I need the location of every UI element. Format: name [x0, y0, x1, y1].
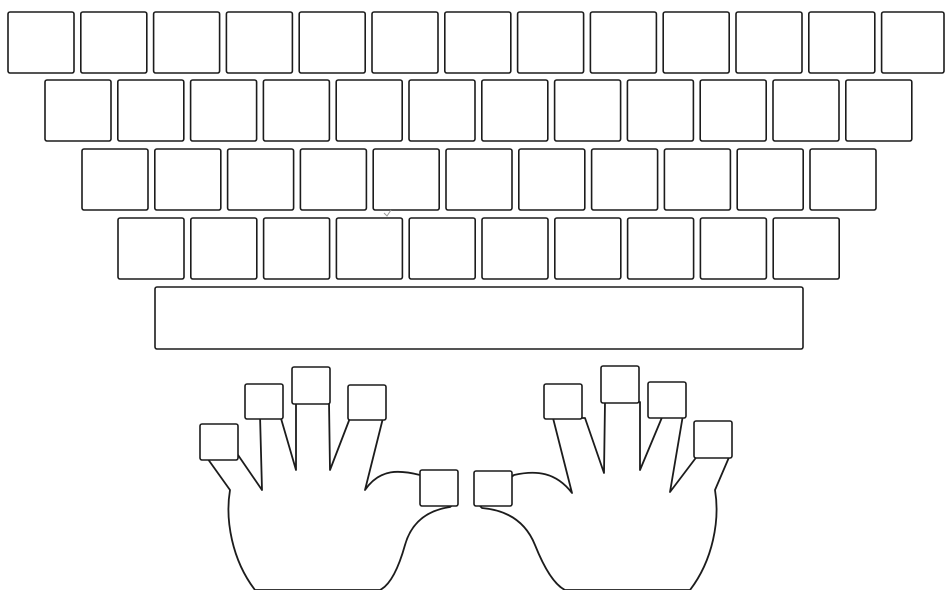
home-row-key[interactable]: [228, 149, 294, 210]
left-hand-outline: [205, 402, 455, 590]
number-row-key[interactable]: [81, 12, 147, 73]
bottom-letter-row-key[interactable]: [628, 218, 694, 279]
left-pinky-nail: [200, 424, 238, 460]
number-row-key[interactable]: [8, 12, 74, 73]
left-ring-nail: [245, 384, 283, 419]
top-letter-row-key[interactable]: [336, 80, 402, 141]
number-row-key[interactable]: [736, 12, 802, 73]
number-row-key[interactable]: [809, 12, 875, 73]
home-row-key[interactable]: [373, 149, 439, 210]
right-index-nail: [544, 384, 582, 419]
number-row-key[interactable]: [445, 12, 511, 73]
left-middle-nail: [292, 367, 330, 404]
home-row-key[interactable]: [300, 149, 366, 210]
top-letter-row-key[interactable]: [773, 80, 839, 141]
number-row-key[interactable]: [663, 12, 729, 73]
pencil-mark: [384, 210, 391, 216]
right-hand-outline: [477, 402, 730, 590]
top-letter-row-key[interactable]: [555, 80, 621, 141]
home-row-key[interactable]: [519, 149, 585, 210]
right-thumb-nail: [474, 471, 512, 506]
bottom-letter-row-key[interactable]: [191, 218, 257, 279]
home-row-key[interactable]: [664, 149, 730, 210]
home-row-key[interactable]: [82, 149, 148, 210]
bottom-letter-row-key[interactable]: [700, 218, 766, 279]
home-row-key[interactable]: [155, 149, 221, 210]
number-row-key[interactable]: [518, 12, 584, 73]
space-bar[interactable]: [155, 287, 803, 349]
home-row-key[interactable]: [810, 149, 876, 210]
home-row-key[interactable]: [737, 149, 803, 210]
bottom-letter-row-key[interactable]: [264, 218, 330, 279]
top-letter-row-key[interactable]: [700, 80, 766, 141]
top-letter-row-key[interactable]: [846, 80, 912, 141]
bottom-letter-row-key[interactable]: [118, 218, 184, 279]
right-middle-nail: [601, 366, 639, 403]
number-row-key[interactable]: [226, 12, 292, 73]
right-hand: [474, 366, 732, 590]
number-row-key[interactable]: [882, 12, 944, 73]
right-ring-nail: [648, 382, 686, 418]
top-letter-row-key[interactable]: [263, 80, 329, 141]
top-letter-row-key[interactable]: [45, 80, 111, 141]
top-letter-row-key[interactable]: [482, 80, 548, 141]
number-row-key[interactable]: [299, 12, 365, 73]
bottom-letter-row-key[interactable]: [773, 218, 839, 279]
left-hand: [200, 367, 458, 590]
bottom-letter-row-key[interactable]: [482, 218, 548, 279]
bottom-letter-row-key[interactable]: [409, 218, 475, 279]
left-index-nail: [348, 385, 386, 420]
top-letter-row-key[interactable]: [627, 80, 693, 141]
top-letter-row-key[interactable]: [191, 80, 257, 141]
left-thumb-nail: [420, 470, 458, 506]
keyboard: [8, 12, 944, 349]
home-row-key[interactable]: [592, 149, 658, 210]
top-letter-row-key[interactable]: [118, 80, 184, 141]
bottom-letter-row-key[interactable]: [336, 218, 402, 279]
number-row-key[interactable]: [590, 12, 656, 73]
home-row-key[interactable]: [446, 149, 512, 210]
number-row-key[interactable]: [154, 12, 220, 73]
number-row-key[interactable]: [372, 12, 438, 73]
right-pinky-nail: [694, 421, 732, 458]
bottom-letter-row-key[interactable]: [555, 218, 621, 279]
top-letter-row-key[interactable]: [409, 80, 475, 141]
